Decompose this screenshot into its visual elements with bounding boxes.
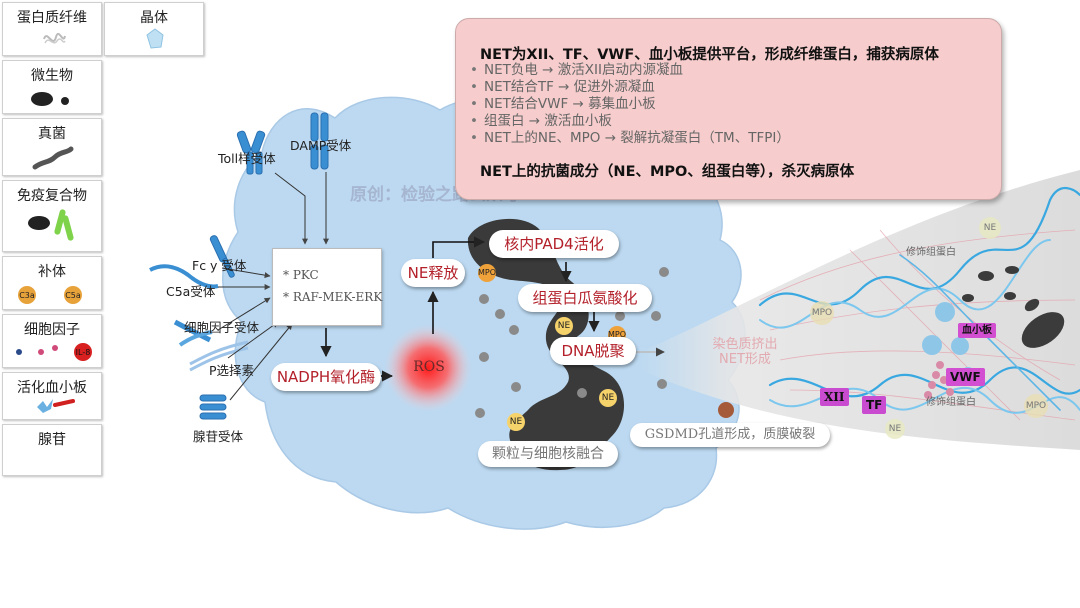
trapped-pathogens	[962, 266, 1065, 348]
cytokine-icon: IL-8	[16, 343, 92, 361]
histone-citrullination-step: 组蛋白瓜氨酸化	[518, 284, 652, 312]
cytokine-il8: IL-8	[76, 348, 91, 357]
ne-release-step: NE释放	[401, 259, 465, 287]
p-selectin-label: P选择素	[209, 363, 255, 378]
legend-label: 腺苷	[38, 432, 66, 448]
legend-label: 补体	[38, 264, 66, 280]
pkc-raf-mek-erk-box: * PKC * RAF-MEK-ERK	[272, 248, 382, 326]
vwf-tag: VWF	[946, 368, 985, 386]
c5a-receptor-label: C5a受体	[166, 284, 216, 299]
protein-fiber-icon	[43, 32, 66, 44]
trapped-platelets	[922, 302, 976, 383]
ne-granule: NE	[509, 417, 523, 427]
panel-headline: NET为XII、TF、VWF、血小板提供平台，形成纤维蛋白，捕获病原体	[480, 47, 939, 63]
mpo-granule: MPO	[607, 330, 627, 339]
panel-footer: NET上的抗菌成分（NE、MPO、组蛋白等），杀灭病原体	[480, 164, 855, 180]
legend-activated-platelet: 活化血小板	[2, 372, 102, 420]
signaling-arrows	[217, 172, 329, 401]
legend-label: 免疫复合物	[17, 188, 87, 204]
mpo-on-net: MPO	[811, 308, 833, 318]
mpo-granule: MPO	[477, 268, 497, 277]
toll-like-receptor-label: Toll样受体	[218, 151, 276, 166]
immune-complex-icon	[28, 209, 74, 241]
gsdmd-pore-step: GSDMD孔道形成，质膜破裂	[630, 423, 830, 447]
pad4-activation-step: 核内PAD4活化	[489, 230, 619, 258]
complement-icon: C3a C5a	[18, 286, 82, 304]
chromatin-extrusion-line1: 染色质挤出	[712, 337, 778, 352]
legend-fungus: 真菌	[2, 118, 102, 176]
cytoplasmic-granules	[475, 267, 669, 418]
panel-bullet-list: NET负电 → 激活XII启动内源凝血 NET结合TF → 促进外源凝血 NET…	[466, 62, 790, 147]
ne-granule: NE	[557, 321, 571, 331]
legend-protein-fiber: 蛋白质纤维	[2, 2, 102, 56]
panel-bullet: NET负电 → 激活XII启动内源凝血	[470, 62, 790, 79]
legend-label: 活化血小板	[17, 380, 87, 396]
activated-platelet-icon	[37, 399, 75, 413]
ros-label: ROS	[413, 359, 445, 375]
legend-cytokine: 细胞因子 IL-8	[2, 314, 102, 368]
pathway-pkc: * PKC	[283, 268, 319, 282]
fungus-icon	[32, 146, 74, 170]
nucleus	[467, 218, 625, 471]
legend-label: 蛋白质纤维	[17, 10, 87, 26]
legend-label: 晶体	[140, 10, 168, 26]
pathway-raf-mek-erk: * RAF-MEK-ERK	[283, 290, 383, 304]
panel-bullet: NET结合VWF → 募集血小板	[470, 96, 790, 113]
adenosine-receptor-label: 腺苷受体	[193, 429, 244, 444]
legend-immune-complex: 免疫复合物	[2, 180, 102, 252]
granule-markers	[478, 217, 1048, 439]
legend-label: 微生物	[31, 68, 73, 84]
nadph-oxidase-step: NADPH氧化酶	[271, 363, 381, 391]
complement-c3a: C3a	[19, 291, 35, 300]
panel-bullet: NET上的NE、MPO → 裂解抗凝蛋白（TM、TFPI）	[470, 130, 790, 147]
fc-gamma-receptor-label: Fc y 受体	[192, 258, 247, 273]
legend-microbe: 微生物	[2, 60, 102, 114]
platelet-tag: 血小板	[958, 323, 996, 338]
ne-granule: NE	[601, 393, 615, 403]
net-coagulation-panel: NET为XII、TF、VWF、血小板提供平台，形成纤维蛋白，捕获病原体 NET负…	[455, 18, 1002, 200]
crystal-icon	[146, 28, 164, 49]
ne-on-net: NE	[983, 223, 997, 233]
panel-bullet: NET结合TF → 促进外源凝血	[470, 79, 790, 96]
ne-on-net: NE	[888, 424, 902, 434]
tissue-factor-tag: TF	[862, 396, 887, 414]
legend-adenosine: 腺苷	[2, 424, 102, 476]
fibrin-fibers	[759, 229, 1076, 421]
panel-bullet: 组蛋白 → 激活血小板	[470, 113, 790, 130]
granule-nucleus-fusion-step: 颗粒与细胞核融合	[478, 441, 618, 467]
legend-label: 细胞因子	[24, 322, 80, 338]
legend-label: 真菌	[38, 126, 66, 142]
receptor-glyphs	[149, 112, 329, 420]
modified-histone-label: 修饰组蛋白	[926, 397, 976, 408]
legend-crystal: 晶体	[104, 2, 204, 56]
dna-decondensation-step: DNA脱聚	[550, 337, 636, 365]
factor-xii-tag: XII	[820, 388, 849, 406]
complement-c5a: C5a	[65, 291, 81, 300]
microbe-icon	[31, 92, 69, 106]
legend-complement: 补体 C3a C5a	[2, 256, 102, 310]
cytokine-receptor-label: 细胞因子受体	[184, 320, 260, 335]
mpo-on-net: MPO	[1025, 401, 1047, 411]
modified-histone-label: 修饰组蛋白	[906, 247, 956, 258]
ros-glow	[384, 324, 472, 412]
chromatin-extrusion-label: 染色质挤出 NET形成	[700, 337, 790, 367]
net-formation-line2: NET形成	[719, 352, 771, 367]
damp-receptor-label: DAMP受体	[290, 138, 352, 153]
flow-arrows	[320, 236, 600, 382]
